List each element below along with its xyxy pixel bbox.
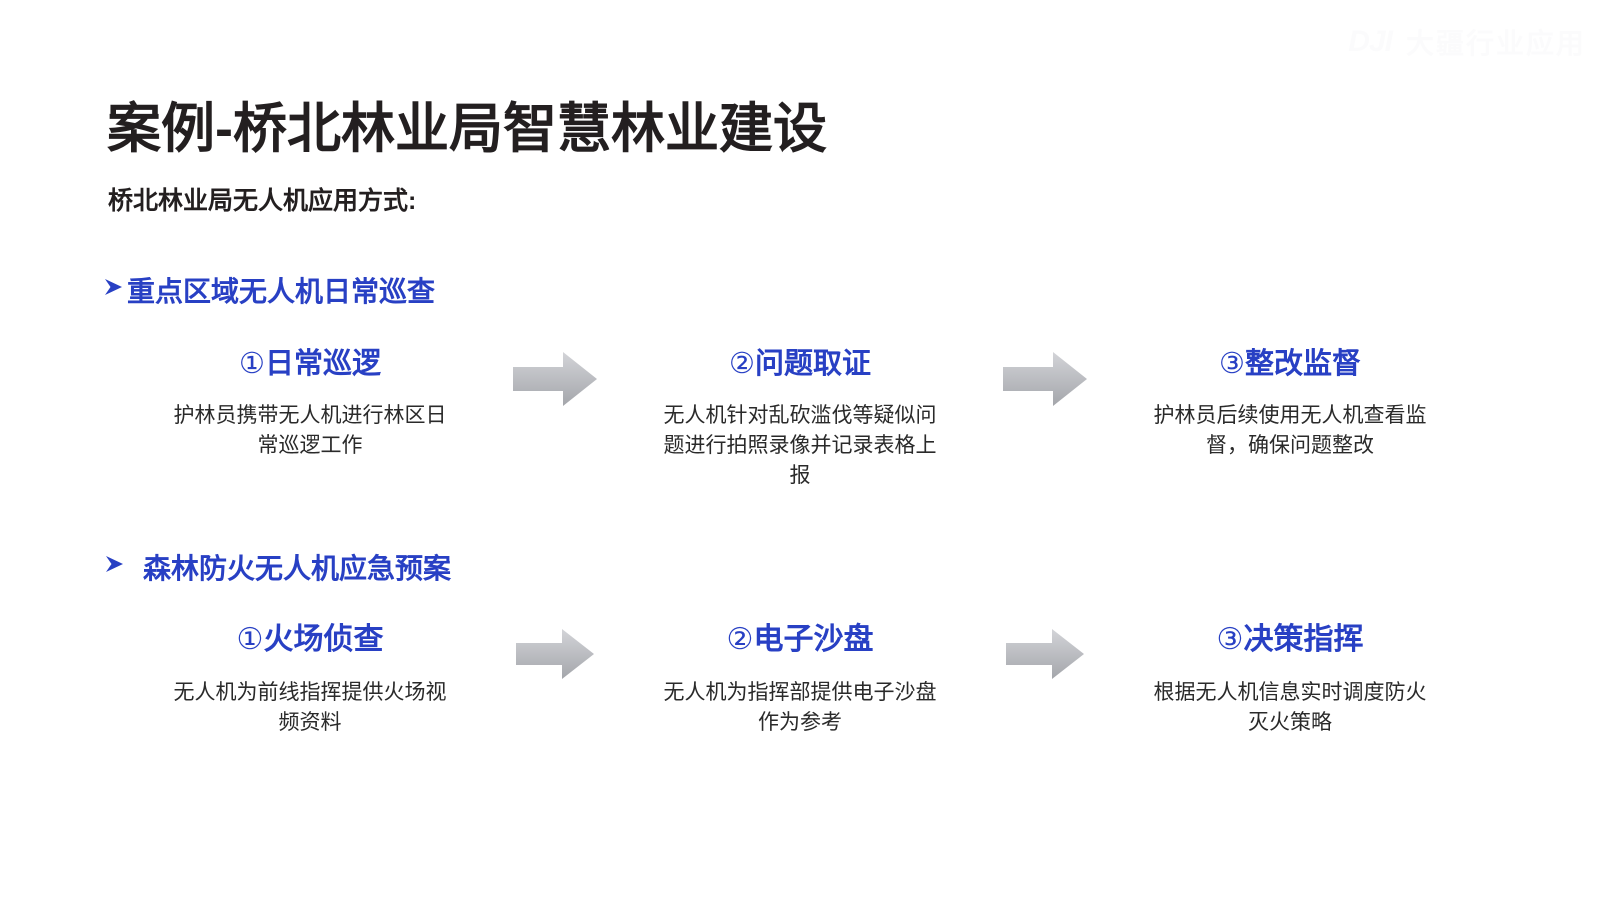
step-title-6: 决策指挥 <box>1243 623 1364 656</box>
step-card-6-title: ③决策指挥 <box>1140 620 1440 660</box>
step-card-5-body: 无人机为指挥部提供电子沙盘作为参考 <box>663 681 937 734</box>
step-card-3-body: 护林员后续使用无人机查看监督，确保问题整改 <box>1153 404 1427 457</box>
step-card-3: ③整改监督 护林员后续使用无人机查看监督，确保问题整改 <box>1140 344 1440 461</box>
page-subtitle: 桥北林业局无人机应用方式: <box>108 187 417 215</box>
step-card-5: ②电子沙盘 无人机为指挥部提供电子沙盘作为参考 <box>650 620 950 738</box>
step-card-4-body: 无人机为前线指挥提供火场视频资料 <box>173 681 447 734</box>
step-marker-3: ③ <box>1218 348 1245 380</box>
step-card-3-title: ③整改监督 <box>1140 344 1440 384</box>
step-marker-2: ② <box>728 348 755 380</box>
flow-arrow-3 <box>460 620 650 680</box>
section-heading-2-label: 森林防火无人机应急预案 <box>143 553 452 584</box>
step-title-2: 问题取证 <box>754 348 871 380</box>
step-marker-4: ① <box>236 623 264 656</box>
section-heading-1: 重点区域无人机日常巡查 <box>104 274 435 310</box>
step-card-4: ①火场侦查 无人机为前线指挥提供火场视频资料 <box>160 620 460 738</box>
step-card-2: ②问题取证 无人机针对乱砍滥伐等疑似问题进行拍照录像并记录表格上报 <box>650 344 950 491</box>
arrow-bullet-icon <box>105 552 127 578</box>
step-marker-1: ① <box>238 348 265 380</box>
step-card-1-title: ①日常巡逻 <box>160 344 460 384</box>
flow-arrow-2 <box>950 344 1140 407</box>
step-card-6: ③决策指挥 根据无人机信息实时调度防火灭火策略 <box>1140 620 1440 738</box>
step-card-1: ①日常巡逻 护林员携带无人机进行林区日常巡逻工作 <box>160 344 460 461</box>
section-heading-1-label: 重点区域无人机日常巡查 <box>127 276 436 307</box>
page-title: 案例-桥北林业局智慧林业建设 <box>107 99 827 159</box>
step-title-3: 整改监督 <box>1244 348 1361 380</box>
step-card-2-title: ②问题取证 <box>650 344 950 384</box>
flow-arrow-4 <box>950 620 1140 680</box>
step-card-2-body: 无人机针对乱砍滥伐等疑似问题进行拍照录像并记录表格上报 <box>663 404 937 487</box>
step-title-5: 电子沙盘 <box>753 623 874 656</box>
flow-arrow-1 <box>460 344 650 407</box>
step-marker-6: ③ <box>1216 623 1244 656</box>
watermark: DJI 大疆行业应用 <box>1348 22 1586 62</box>
step-card-1-body: 护林员携带无人机进行林区日常巡逻工作 <box>173 404 447 457</box>
step-card-5-title: ②电子沙盘 <box>650 620 950 660</box>
arrow-bullet-icon <box>104 275 126 301</box>
step-title-4: 火场侦查 <box>263 623 384 656</box>
step-title-1: 日常巡逻 <box>264 348 381 380</box>
watermark-text: 大疆行业应用 <box>1405 28 1586 59</box>
step-card-4-title: ①火场侦查 <box>160 620 460 660</box>
dji-logo-icon: DJI <box>1348 25 1393 58</box>
step-row-1: ①日常巡逻 护林员携带无人机进行林区日常巡逻工作 ②问题取证 无人机针对乱砍滥伐… <box>160 344 1440 491</box>
section-heading-2: 森林防火无人机应急预案 <box>105 551 451 587</box>
step-row-2: ①火场侦查 无人机为前线指挥提供火场视频资料 ②电子沙盘 无人机为指挥部提供电子… <box>160 620 1440 738</box>
step-card-6-body: 根据无人机信息实时调度防火灭火策略 <box>1153 681 1427 734</box>
step-marker-5: ② <box>726 623 754 656</box>
